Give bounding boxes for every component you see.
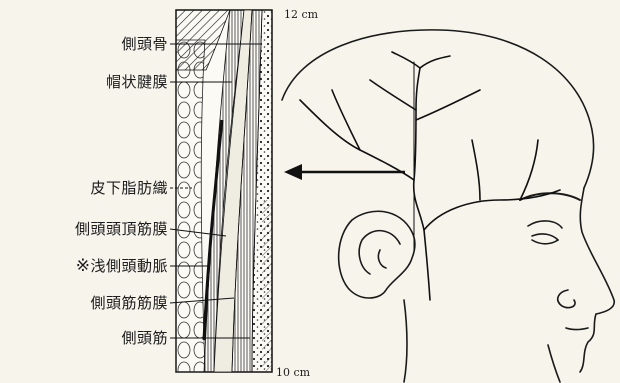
scale-bottom-label: 10 cm bbox=[276, 366, 310, 379]
label-皮下脂肪織: 皮下脂肪織 bbox=[90, 179, 168, 197]
arrow-icon bbox=[284, 164, 405, 180]
label-側頭筋: 側頭筋 bbox=[121, 329, 168, 347]
label-text: 浅側頭動脈 bbox=[90, 257, 168, 275]
asterisk-marker: ※ bbox=[76, 256, 91, 276]
head-illustration bbox=[282, 30, 614, 382]
scale-top-label: 12 cm bbox=[284, 8, 318, 21]
label-側頭骨: 側頭骨 bbox=[121, 35, 168, 53]
label-側頭筋筋膜: 側頭筋筋膜 bbox=[90, 294, 168, 312]
label-側頭頭頂筋膜: 側頭頭頂筋膜 bbox=[75, 220, 168, 238]
label-帽状腱膜: 帽状腱膜 bbox=[106, 73, 168, 91]
label-浅側頭動脈: ※浅側頭動脈 bbox=[76, 257, 168, 275]
tissue-section bbox=[176, 10, 272, 372]
